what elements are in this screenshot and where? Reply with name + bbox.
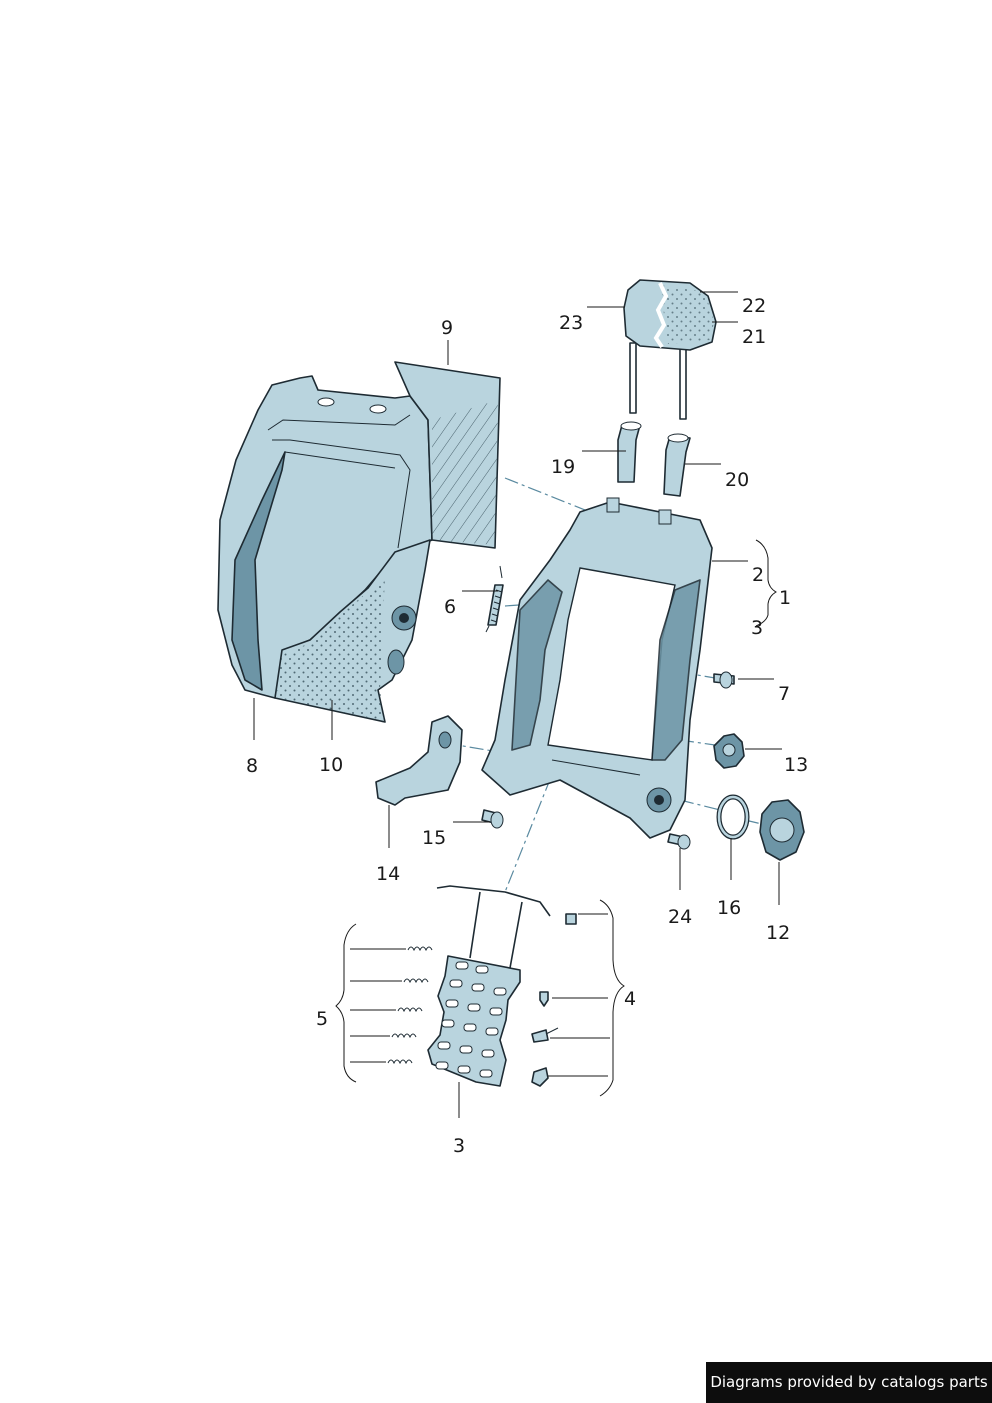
callout-4: 4 xyxy=(624,988,636,1010)
callout-21: 21 xyxy=(742,326,766,348)
inner-padding xyxy=(274,539,431,723)
lumbar-support-mat xyxy=(427,885,551,1087)
backrest-padding xyxy=(394,361,501,549)
callout-3-frame: 3 xyxy=(751,617,763,639)
callout-14: 14 xyxy=(376,863,400,885)
headrest xyxy=(623,279,717,420)
retaining-ring-16 xyxy=(716,794,750,840)
callout-8: 8 xyxy=(246,755,258,777)
callout-12: 12 xyxy=(766,922,790,944)
bolt-24 xyxy=(667,833,691,850)
tension-spring xyxy=(485,565,504,633)
bolt-7 xyxy=(713,671,735,689)
callout-6: 6 xyxy=(444,596,456,618)
credit-banner: Diagrams provided by catalogs parts xyxy=(706,1362,992,1403)
callout-15: 15 xyxy=(422,827,446,849)
spring-set xyxy=(387,946,433,1065)
headrest-guide-19 xyxy=(617,421,642,483)
screw-15 xyxy=(481,809,504,829)
callout-10: 10 xyxy=(319,754,343,776)
headrest-guide-20 xyxy=(663,433,691,497)
callout-24: 24 xyxy=(668,906,692,928)
callout-23: 23 xyxy=(559,312,583,334)
callout-20: 20 xyxy=(725,469,749,491)
callout-3-mat: 3 xyxy=(453,1135,465,1157)
callout-2: 2 xyxy=(752,564,764,586)
adjuster-knob-13 xyxy=(713,733,745,769)
callouts: 1 2 3 3 4 5 6 7 8 9 10 12 13 14 15 16 19… xyxy=(246,295,808,1157)
callout-5: 5 xyxy=(316,1008,328,1030)
handwheel-12 xyxy=(759,799,805,861)
callout-7: 7 xyxy=(778,683,790,705)
bracket-14 xyxy=(375,715,463,806)
clip-set xyxy=(531,913,577,1087)
callout-19: 19 xyxy=(551,456,575,478)
callout-9: 9 xyxy=(441,317,453,339)
backrest-cover xyxy=(217,375,433,699)
callout-22: 22 xyxy=(742,295,766,317)
callout-16: 16 xyxy=(717,897,741,919)
group-brackets xyxy=(335,539,778,1097)
callout-1: 1 xyxy=(779,587,791,609)
backrest-frame xyxy=(481,497,713,839)
leader-lines xyxy=(253,291,782,1118)
callout-13: 13 xyxy=(784,754,808,776)
